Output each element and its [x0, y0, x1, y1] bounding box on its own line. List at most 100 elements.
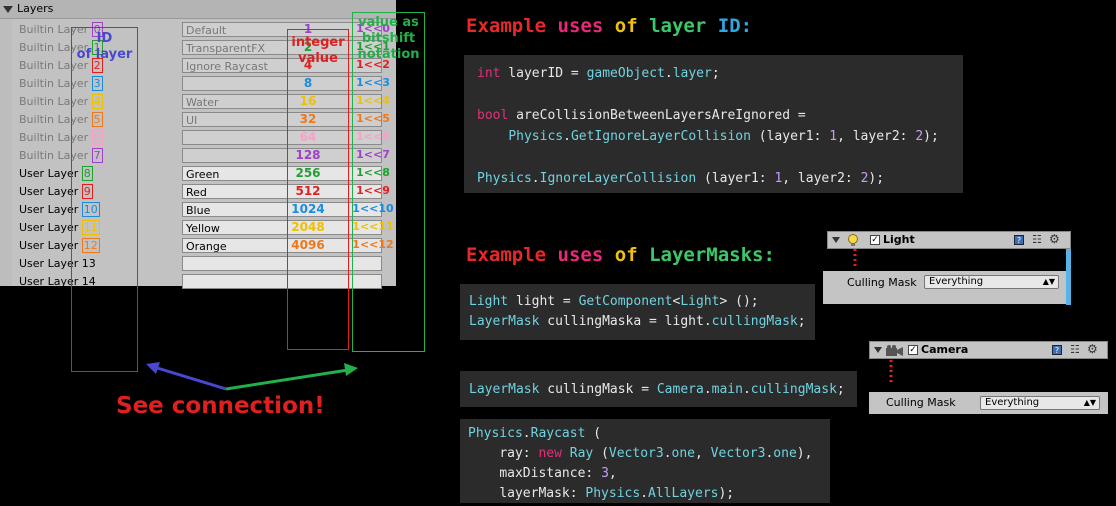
- layer-id-number: 14: [81, 275, 96, 288]
- layer-name-field[interactable]: Yellow: [182, 220, 382, 235]
- layer-bitshift-value: 1<<12: [352, 238, 394, 251]
- layer-id-number: 11: [81, 220, 100, 235]
- layer-name-field: Water: [182, 94, 382, 109]
- gear-icon[interactable]: ⚙: [1087, 342, 1098, 356]
- arrow-to-id-head: [146, 362, 160, 374]
- layer-label-text: User Layer: [19, 203, 79, 216]
- heading1-word-5: ID:: [717, 15, 753, 37]
- layer-integer-value: 16: [299, 94, 317, 108]
- layer-id-number: 2: [91, 58, 103, 73]
- layer-label-text: Builtin Layer: [19, 23, 89, 36]
- layer-label-text: Builtin Layer: [19, 95, 89, 108]
- layer-integer-value: 256: [295, 166, 321, 180]
- preset-sliders-icon[interactable]: ☷: [1070, 343, 1080, 356]
- layer-bitshift-value: 1<<10: [352, 202, 394, 215]
- layer-integer-value: 2: [303, 40, 313, 54]
- layer-name-field[interactable]: [182, 274, 382, 289]
- light-culling-mask-value: Everything: [929, 276, 984, 287]
- layer-label: User Layer 8: [19, 166, 93, 181]
- layers-foldout-header[interactable]: Layers: [0, 0, 396, 19]
- camera-culling-mask-dropdown[interactable]: Everything ▲▼: [980, 396, 1100, 410]
- light-culling-mask-dropdown[interactable]: Everything ▲▼: [924, 275, 1059, 289]
- layer-label-text: Builtin Layer: [19, 131, 89, 144]
- layer-row: User Layer 13: [0, 255, 396, 273]
- code1-line2: bool areCollisionBetweenLayersAreIgnored…: [477, 108, 806, 123]
- foldout-arrow-icon[interactable]: [832, 237, 840, 243]
- code1-line1: int layerID = gameObject.layer;: [477, 66, 720, 81]
- foldout-arrow-icon[interactable]: [3, 5, 13, 13]
- layer-label-text: User Layer: [19, 275, 79, 288]
- code4-line4: layerMask: Physics.AllLayers);: [499, 486, 735, 501]
- camera-enabled-checkbox[interactable]: ✓: [908, 345, 918, 355]
- integer-value-highlight-box: [287, 29, 349, 350]
- code2-line1: Light light = GetComponent<Light> ();: [469, 294, 759, 309]
- layer-name-field[interactable]: Green: [182, 166, 382, 181]
- see-connection-text: See connection!: [116, 393, 325, 419]
- layer-name-field: [182, 130, 382, 145]
- layer-id-number: 8: [81, 166, 93, 181]
- layer-name-field: TransparentFX: [182, 40, 382, 55]
- integer-value-caption: integer value: [291, 35, 345, 66]
- arrow-to-bitshift-line: [225, 368, 349, 391]
- gear-icon[interactable]: ⚙: [1049, 232, 1060, 246]
- layer-integer-value: 2048: [291, 220, 325, 234]
- layer-label-text: Builtin Layer: [19, 149, 89, 162]
- layer-name-field[interactable]: Orange: [182, 238, 382, 253]
- layer-row: User Layer 14: [0, 273, 396, 291]
- light-dotted-connector: [853, 249, 857, 269]
- layer-name-field[interactable]: [182, 256, 382, 271]
- light-component-header[interactable]: ✓ Light ? ☷ ⚙: [827, 231, 1071, 249]
- layer-bitshift-value: 1<<6: [356, 130, 390, 143]
- heading1-word-2: uses: [557, 15, 604, 37]
- layer-bitshift-value: 1<<8: [356, 166, 390, 179]
- layer-bitshift-value: 1<<5: [356, 112, 390, 125]
- layer-bitshift-value: 1<<11: [352, 220, 394, 233]
- layer-label: Builtin Layer 6: [19, 130, 103, 145]
- light-selection-bar: [1066, 249, 1071, 305]
- heading2-word-1: Example: [466, 244, 547, 266]
- layer-label: Builtin Layer 2: [19, 58, 103, 73]
- light-enabled-checkbox[interactable]: ✓: [870, 235, 880, 245]
- light-bulb-icon: [848, 234, 858, 246]
- camera-culling-mask-row: Culling Mask Everything ▲▼: [869, 392, 1108, 414]
- code4-line3: maxDistance: 3,: [499, 466, 617, 481]
- layer-label: Builtin Layer 1: [19, 40, 103, 55]
- layer-label-text: User Layer: [19, 257, 79, 270]
- foldout-arrow-icon[interactable]: [874, 347, 882, 353]
- layer-integer-value: 32: [299, 112, 317, 126]
- layer-integer-value: 1024: [291, 202, 325, 216]
- layer-id-highlight-box: [71, 27, 138, 372]
- layer-label-text: Builtin Layer: [19, 113, 89, 126]
- help-icon[interactable]: ?: [1052, 345, 1062, 355]
- preset-sliders-icon[interactable]: ☷: [1032, 233, 1042, 246]
- layer-bitshift-value: 1<<4: [356, 94, 390, 107]
- light-culling-mask-label: Culling Mask: [847, 276, 917, 289]
- camera-component-header[interactable]: ✓ Camera ? ☷ ⚙: [869, 341, 1108, 359]
- help-icon[interactable]: ?: [1014, 235, 1024, 245]
- layer-id-number: 1: [91, 40, 103, 55]
- raycast-code-block: Physics.Raycast ( ray: new Ray (Vector3.…: [460, 419, 830, 503]
- layer-label: Builtin Layer 7: [19, 148, 103, 163]
- arrow-to-bitshift-head: [344, 363, 358, 376]
- layer-label-text: User Layer: [19, 167, 79, 180]
- layer-name-field[interactable]: Blue: [182, 202, 382, 217]
- arrow-to-id-line: [153, 365, 227, 391]
- heading2-word-4: LayerMasks:: [649, 244, 775, 266]
- dropdown-arrows-icon: ▲▼: [1042, 277, 1055, 286]
- dropdown-arrows-icon: ▲▼: [1083, 398, 1096, 407]
- layer-name-field[interactable]: Red: [182, 184, 382, 199]
- layer-id-number: 13: [81, 257, 96, 270]
- code3-line1: LayerMask cullingMask = Camera.main.cull…: [469, 382, 845, 397]
- layer-id-number: 5: [91, 112, 103, 127]
- layer-label: Builtin Layer 5: [19, 112, 103, 127]
- layer-bitshift-value: 1<<0: [356, 22, 390, 35]
- layer-name-field: UI: [182, 112, 382, 127]
